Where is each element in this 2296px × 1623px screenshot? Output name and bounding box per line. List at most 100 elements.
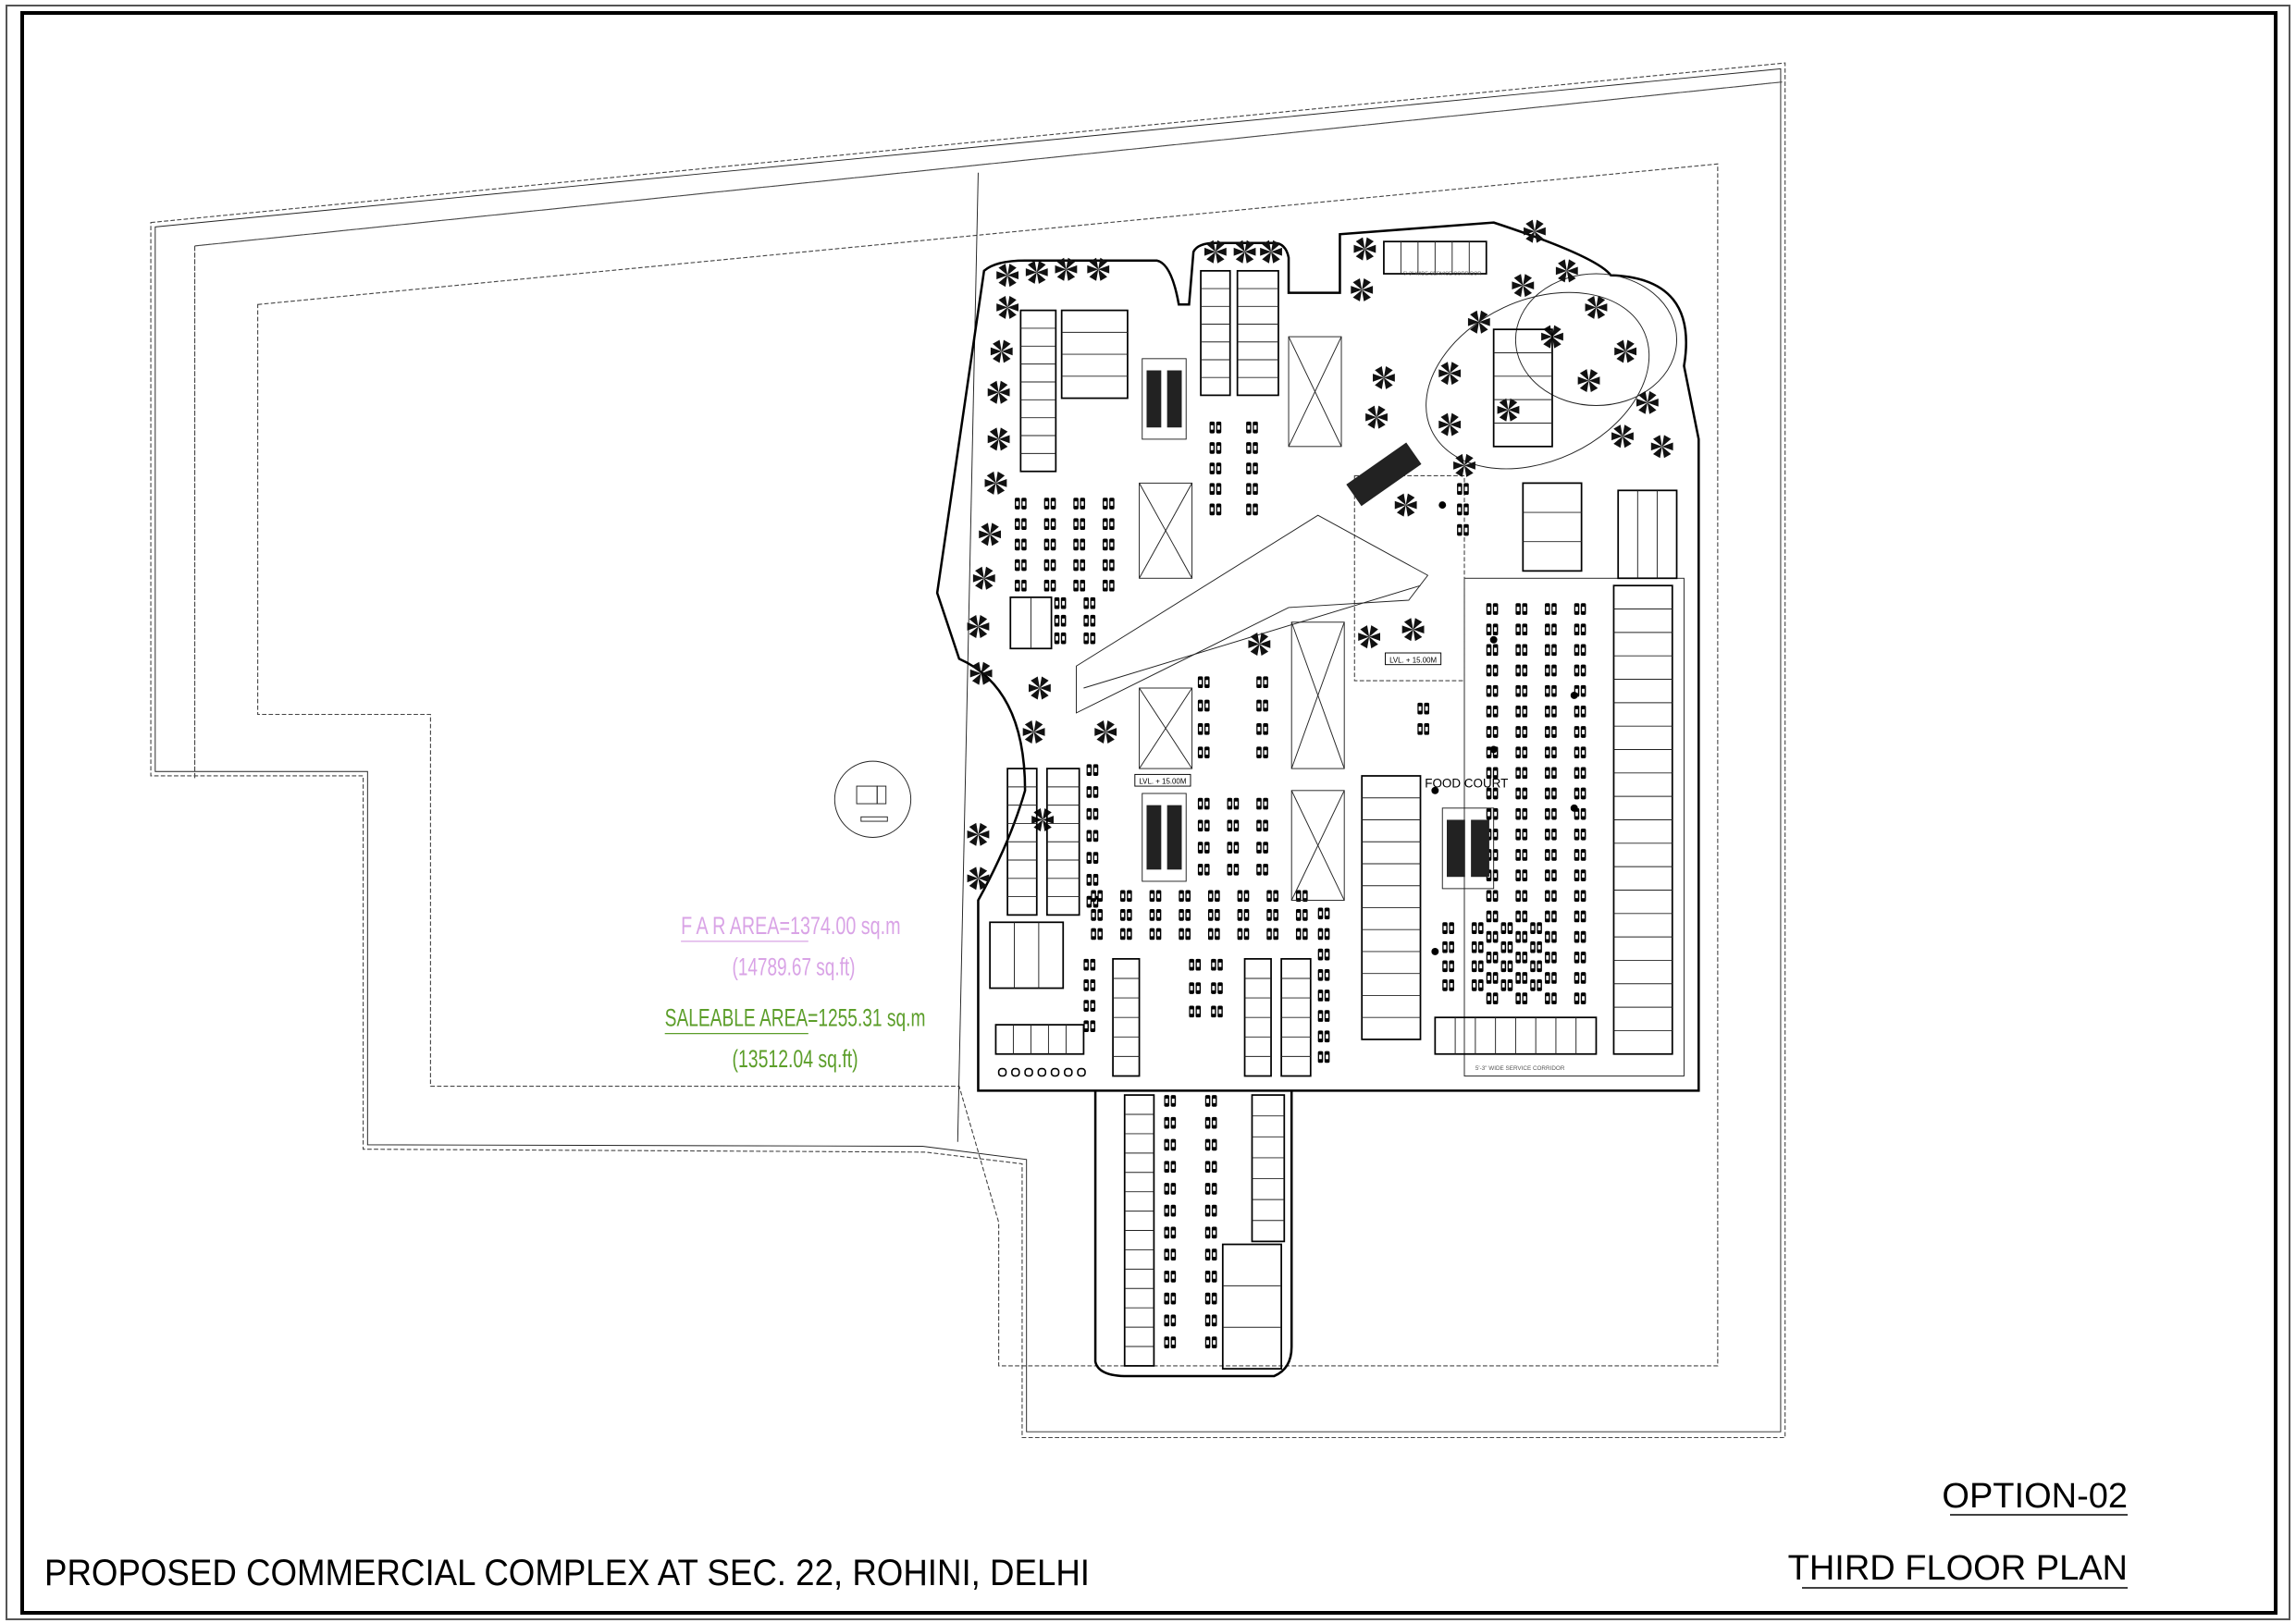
table-gap [1121, 913, 1125, 917]
tree-icon [1369, 633, 1381, 641]
tree-icon [1464, 453, 1474, 466]
column-icon [1431, 786, 1439, 794]
void-cutout [1139, 482, 1193, 579]
tree-icon [1262, 240, 1272, 252]
escalator-stair [1146, 805, 1162, 870]
table-gap [1206, 1187, 1209, 1191]
table-gap [1494, 668, 1497, 673]
window-icon [1077, 1067, 1086, 1077]
tree-icon [1355, 249, 1365, 261]
tree-icon [1513, 285, 1524, 298]
tree-icon [1613, 436, 1623, 449]
table-gap [1110, 562, 1114, 568]
tree-icon [1636, 398, 1648, 407]
table-gap [1091, 618, 1094, 623]
table-gap [1074, 501, 1078, 506]
table-gap [1297, 931, 1301, 937]
table-gap [1091, 962, 1094, 967]
tree-icon [1512, 281, 1524, 290]
table-gap [1582, 708, 1585, 714]
boundary-diagonal [957, 172, 979, 1142]
table-gap [1582, 853, 1585, 857]
table-gap [1165, 1164, 1168, 1170]
table-gap [1171, 1274, 1175, 1279]
level-tag-1: LVL. + 15.00M [1139, 778, 1186, 786]
tree-icon [1558, 270, 1567, 283]
table-gap [1257, 680, 1261, 685]
table-gap [1523, 914, 1526, 919]
tree-icon [1206, 252, 1216, 264]
table-gap [1552, 688, 1556, 694]
tree-icon [1596, 303, 1608, 312]
table-gap [1016, 542, 1019, 547]
tree-icon [1235, 252, 1245, 264]
tree-icon [1661, 442, 1673, 451]
void-cross [1288, 336, 1342, 448]
table-gap [1253, 486, 1257, 492]
tree-icon [1405, 505, 1415, 517]
tree-icon [1105, 732, 1115, 744]
table-gap [1257, 703, 1261, 708]
table-gap [1216, 913, 1219, 917]
table-gap [1171, 1120, 1175, 1125]
table-gap [1546, 893, 1549, 899]
tree-icon [1534, 231, 1544, 243]
tree-icon [998, 392, 1008, 404]
table-gap [1464, 507, 1468, 512]
table-gap [1247, 466, 1251, 471]
escalator-icon [1441, 807, 1495, 890]
table-gap [1523, 996, 1526, 1001]
table-gap [1213, 1252, 1216, 1258]
tree-icon [1438, 369, 1450, 378]
tree-icon [995, 471, 1006, 484]
tree-icon [1248, 640, 1260, 648]
escalator-stair [1146, 370, 1162, 428]
table-gap [1110, 542, 1114, 547]
tree-icon [1244, 252, 1254, 264]
table-gap [1582, 996, 1585, 1001]
tree-icon [1262, 252, 1272, 264]
tree-icon [1586, 295, 1597, 308]
tree-icon [998, 295, 1008, 308]
table-gap [1264, 750, 1267, 756]
tree-icon [1508, 410, 1518, 422]
tree-icon [1405, 500, 1417, 510]
table-gap [1022, 501, 1026, 506]
table-gap [1052, 501, 1055, 506]
table-gap [1206, 1318, 1209, 1323]
tree-icon [1555, 266, 1567, 276]
tree-icon [1440, 373, 1450, 386]
table-gap [1582, 954, 1585, 960]
tree-icon [1362, 286, 1374, 294]
table-gap [1171, 1208, 1175, 1213]
tree-icon [1478, 317, 1490, 326]
table-gap [1487, 730, 1490, 734]
table-gap [1523, 853, 1526, 857]
table-gap [1326, 993, 1328, 998]
table-gap [1303, 893, 1307, 899]
table-gap [1062, 635, 1065, 641]
table-gap [1479, 944, 1483, 950]
table-gap [1523, 750, 1526, 756]
table-gap [1546, 730, 1549, 734]
table-gap [1494, 873, 1497, 879]
table-gap [1501, 944, 1505, 950]
tree-icon [969, 867, 979, 879]
site-boundary-inner [154, 68, 1782, 1432]
table-gap [1425, 706, 1428, 711]
table-gap [1516, 996, 1520, 1001]
table-gap [1216, 893, 1219, 899]
table-gap [1516, 934, 1520, 940]
window-icon [1024, 1067, 1033, 1077]
tree-icon [1588, 369, 1599, 381]
tree-icon [993, 350, 1002, 363]
column-icon [1489, 745, 1498, 754]
escalator-stair [1471, 819, 1489, 878]
tree-icon [1450, 412, 1459, 425]
tree-icon [1089, 257, 1099, 270]
table-gap [1016, 583, 1019, 588]
table-gap [1326, 1034, 1328, 1039]
table-gap [1228, 823, 1231, 829]
tree-icon [1440, 424, 1450, 436]
